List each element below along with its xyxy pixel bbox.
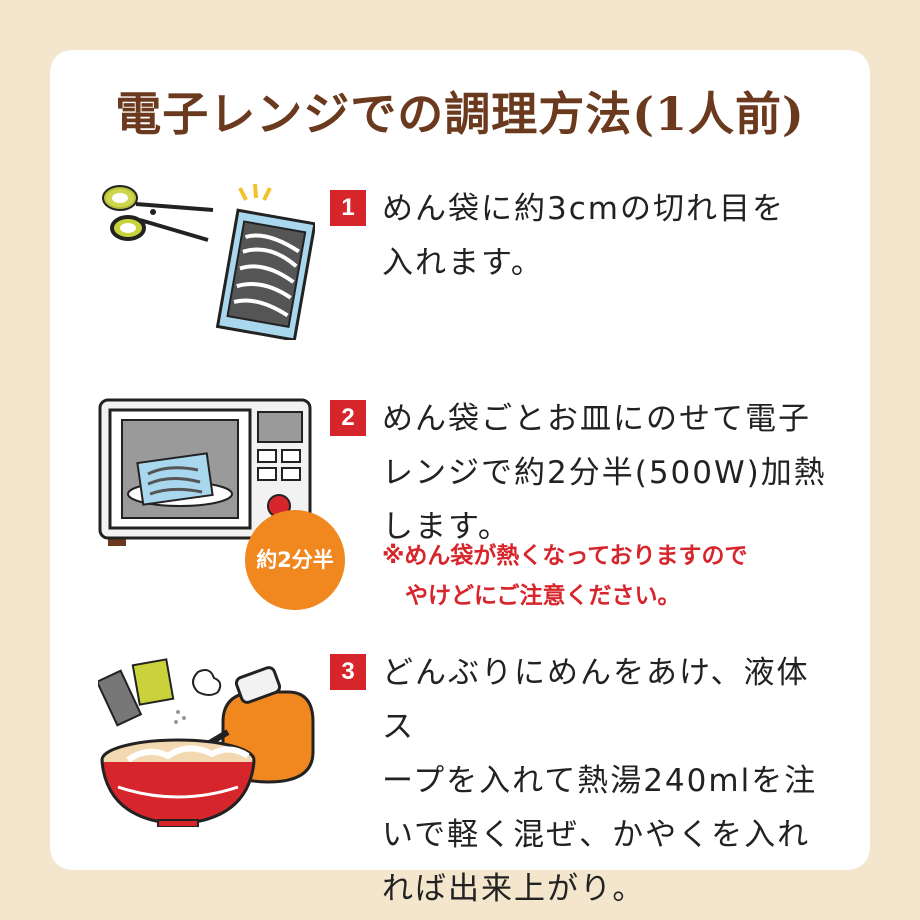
warning-note: ※めん袋が熱くなっておりますので やけどにご注意ください。: [382, 543, 748, 609]
step-1-text: めん袋に約3cmの切れ目を 入れます。: [382, 191, 785, 281]
time-badge: 約2分半: [245, 510, 345, 610]
step-3-number: 3: [330, 654, 366, 690]
seasoning-packet-icon: [98, 658, 175, 727]
noodle-bowl-icon: [98, 658, 315, 827]
microwave-icon: [98, 398, 312, 546]
step-3-text: どんぶりにめんをあけ、液体ス ープを入れて熱湯240mlを注 いで軽く混ぜ、かや…: [382, 655, 818, 907]
step-2-number: 2: [330, 400, 366, 436]
step-1-number: 1: [330, 190, 366, 226]
step-2-text: めん袋ごとお皿にのせて電子 レンジで約2分半(500W)加熱 します。: [382, 401, 827, 545]
scissors-icon: [102, 185, 214, 242]
page-title: 電子レンジでの調理方法(1人前): [115, 87, 805, 141]
noodle-pack-icon: [215, 183, 315, 340]
